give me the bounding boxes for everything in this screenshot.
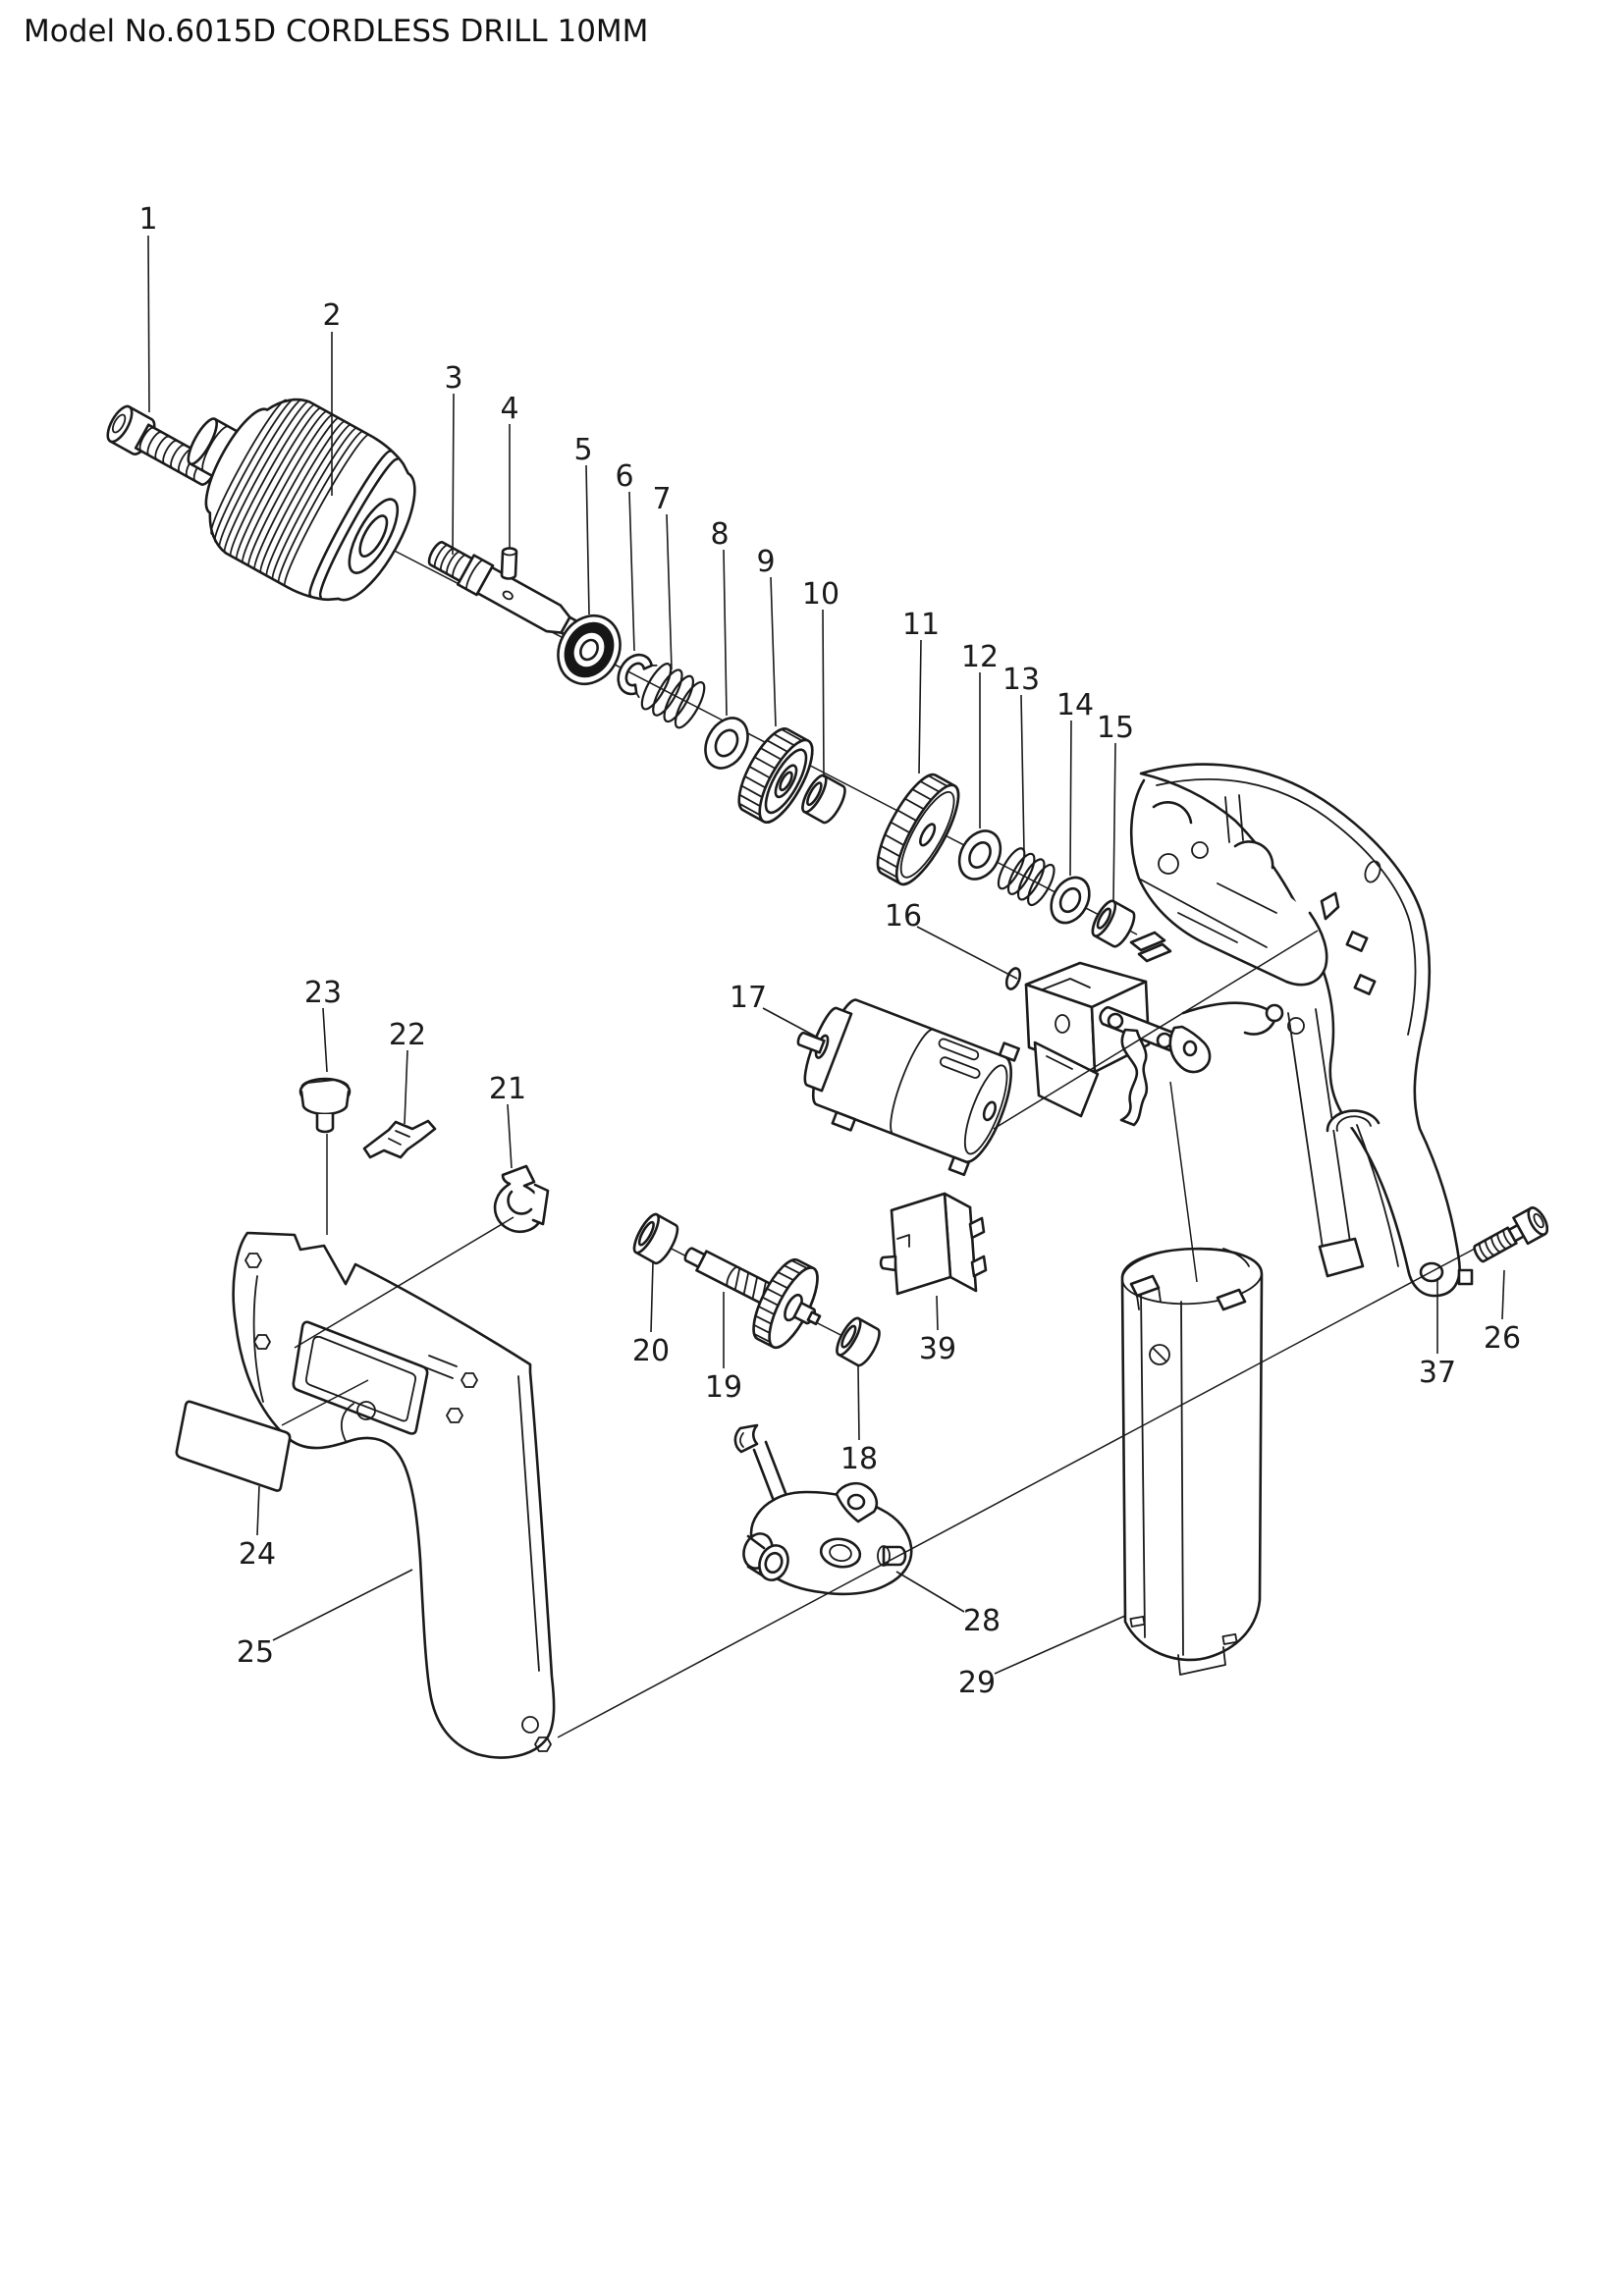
part-label-4: 4 <box>500 392 518 426</box>
leader-line-5 <box>585 464 590 615</box>
leader-line-11 <box>918 639 922 774</box>
part-clip <box>493 1164 550 1233</box>
leader-line-20 <box>650 1261 654 1333</box>
leader-line-21 <box>507 1103 513 1169</box>
part-label-26: 26 <box>1484 1321 1521 1356</box>
part-label-11: 11 <box>902 608 940 642</box>
leader-line-23 <box>322 1007 328 1073</box>
assembly-axis-line <box>281 1379 369 1426</box>
part-label-20: 20 <box>632 1334 670 1368</box>
part-spacer <box>801 774 846 825</box>
leader-line-24 <box>256 1485 260 1536</box>
part-label-5: 5 <box>573 433 592 467</box>
part-trigger-switch <box>1004 931 1284 1127</box>
part-flat-washer-14 <box>1050 876 1091 925</box>
leader-line-9 <box>770 576 777 727</box>
part-label-15: 15 <box>1097 711 1134 745</box>
assembly-axis-line <box>294 1216 514 1349</box>
part-label-7: 7 <box>652 482 671 516</box>
part-housing-screw <box>1473 1206 1549 1263</box>
leader-line-17 <box>762 1007 819 1039</box>
leader-line-13 <box>1020 694 1025 853</box>
leader-line-16 <box>916 926 1018 980</box>
part-label-29: 29 <box>958 1666 996 1700</box>
part-label-18: 18 <box>840 1442 878 1476</box>
part-label-21: 21 <box>489 1072 526 1106</box>
leader-line-10 <box>822 609 825 778</box>
part-pin <box>500 547 518 580</box>
assembly-axis-line <box>557 1248 1476 1738</box>
leader-line-15 <box>1112 742 1116 902</box>
part-flat-washer-8 <box>704 717 749 770</box>
leader-line-26 <box>1501 1269 1505 1320</box>
part-spring-front <box>640 663 706 729</box>
leader-line-29 <box>994 1615 1126 1675</box>
part-number-labels: 1234567891011121314151617181920212223242… <box>138 202 1521 1700</box>
part-label-23: 23 <box>304 976 342 1010</box>
part-bushing-18 <box>836 1316 881 1367</box>
part-label-24: 24 <box>239 1537 276 1572</box>
part-label-10: 10 <box>802 577 839 612</box>
part-label-14: 14 <box>1056 688 1094 722</box>
part-label-3: 3 <box>444 361 462 396</box>
leader-line-39 <box>936 1295 939 1331</box>
part-clutch-gear <box>737 727 814 824</box>
part-label-12: 12 <box>961 640 999 674</box>
part-label-2: 2 <box>322 298 341 333</box>
part-label-39: 39 <box>919 1332 956 1366</box>
part-label-22: 22 <box>389 1018 426 1052</box>
part-battery <box>1120 1247 1264 1676</box>
leader-line-7 <box>666 513 673 670</box>
diagram-title: Model No.6015D CORDLESS DRILL 10MM <box>24 14 649 49</box>
part-label-28: 28 <box>963 1604 1001 1638</box>
part-bushing-20 <box>632 1212 679 1265</box>
leader-line-22 <box>404 1049 408 1125</box>
assembly-axis-line <box>1169 1081 1198 1283</box>
part-label-1: 1 <box>138 202 157 237</box>
part-gear-bracket <box>733 1423 913 1596</box>
leader-line-28 <box>895 1571 965 1613</box>
assembly-axis-line <box>993 930 1319 1130</box>
part-label-37: 37 <box>1419 1356 1456 1390</box>
part-e-ring <box>617 653 658 699</box>
part-gear-shaft <box>683 1247 822 1350</box>
part-label-9: 9 <box>756 545 775 579</box>
part-label-25: 25 <box>237 1635 274 1670</box>
leader-lines <box>147 235 1505 1675</box>
leader-line-8 <box>723 549 728 717</box>
leader-line-25 <box>272 1569 413 1641</box>
part-ball-bearing <box>557 614 622 685</box>
part-label-16: 16 <box>885 899 922 934</box>
part-housing-right-half <box>1129 763 1474 1298</box>
part-label-6: 6 <box>615 459 633 494</box>
part-spur-gear <box>876 773 960 886</box>
leader-line-6 <box>628 491 635 652</box>
leader-line-3 <box>452 393 455 556</box>
part-label-8: 8 <box>710 517 729 552</box>
part-motor <box>796 998 1020 1177</box>
part-label-19: 19 <box>705 1370 742 1405</box>
part-flat-washer-12 <box>957 829 1002 881</box>
part-housing-left-half <box>232 1231 556 1759</box>
part-slide-switch <box>879 1192 988 1296</box>
part-cap <box>298 1077 352 1134</box>
leader-line-18 <box>857 1365 860 1441</box>
part-spring-rear <box>997 847 1056 907</box>
part-label-17: 17 <box>730 981 767 1015</box>
part-name-plate <box>175 1400 292 1492</box>
assembly-axis-lines-over <box>281 930 1476 1738</box>
part-chuck <box>187 398 416 602</box>
leader-line-14 <box>1069 720 1072 877</box>
part-bushing-15 <box>1091 899 1136 948</box>
leader-line-1 <box>147 235 150 413</box>
part-change-lever <box>362 1119 437 1159</box>
part-label-13: 13 <box>1002 663 1040 697</box>
